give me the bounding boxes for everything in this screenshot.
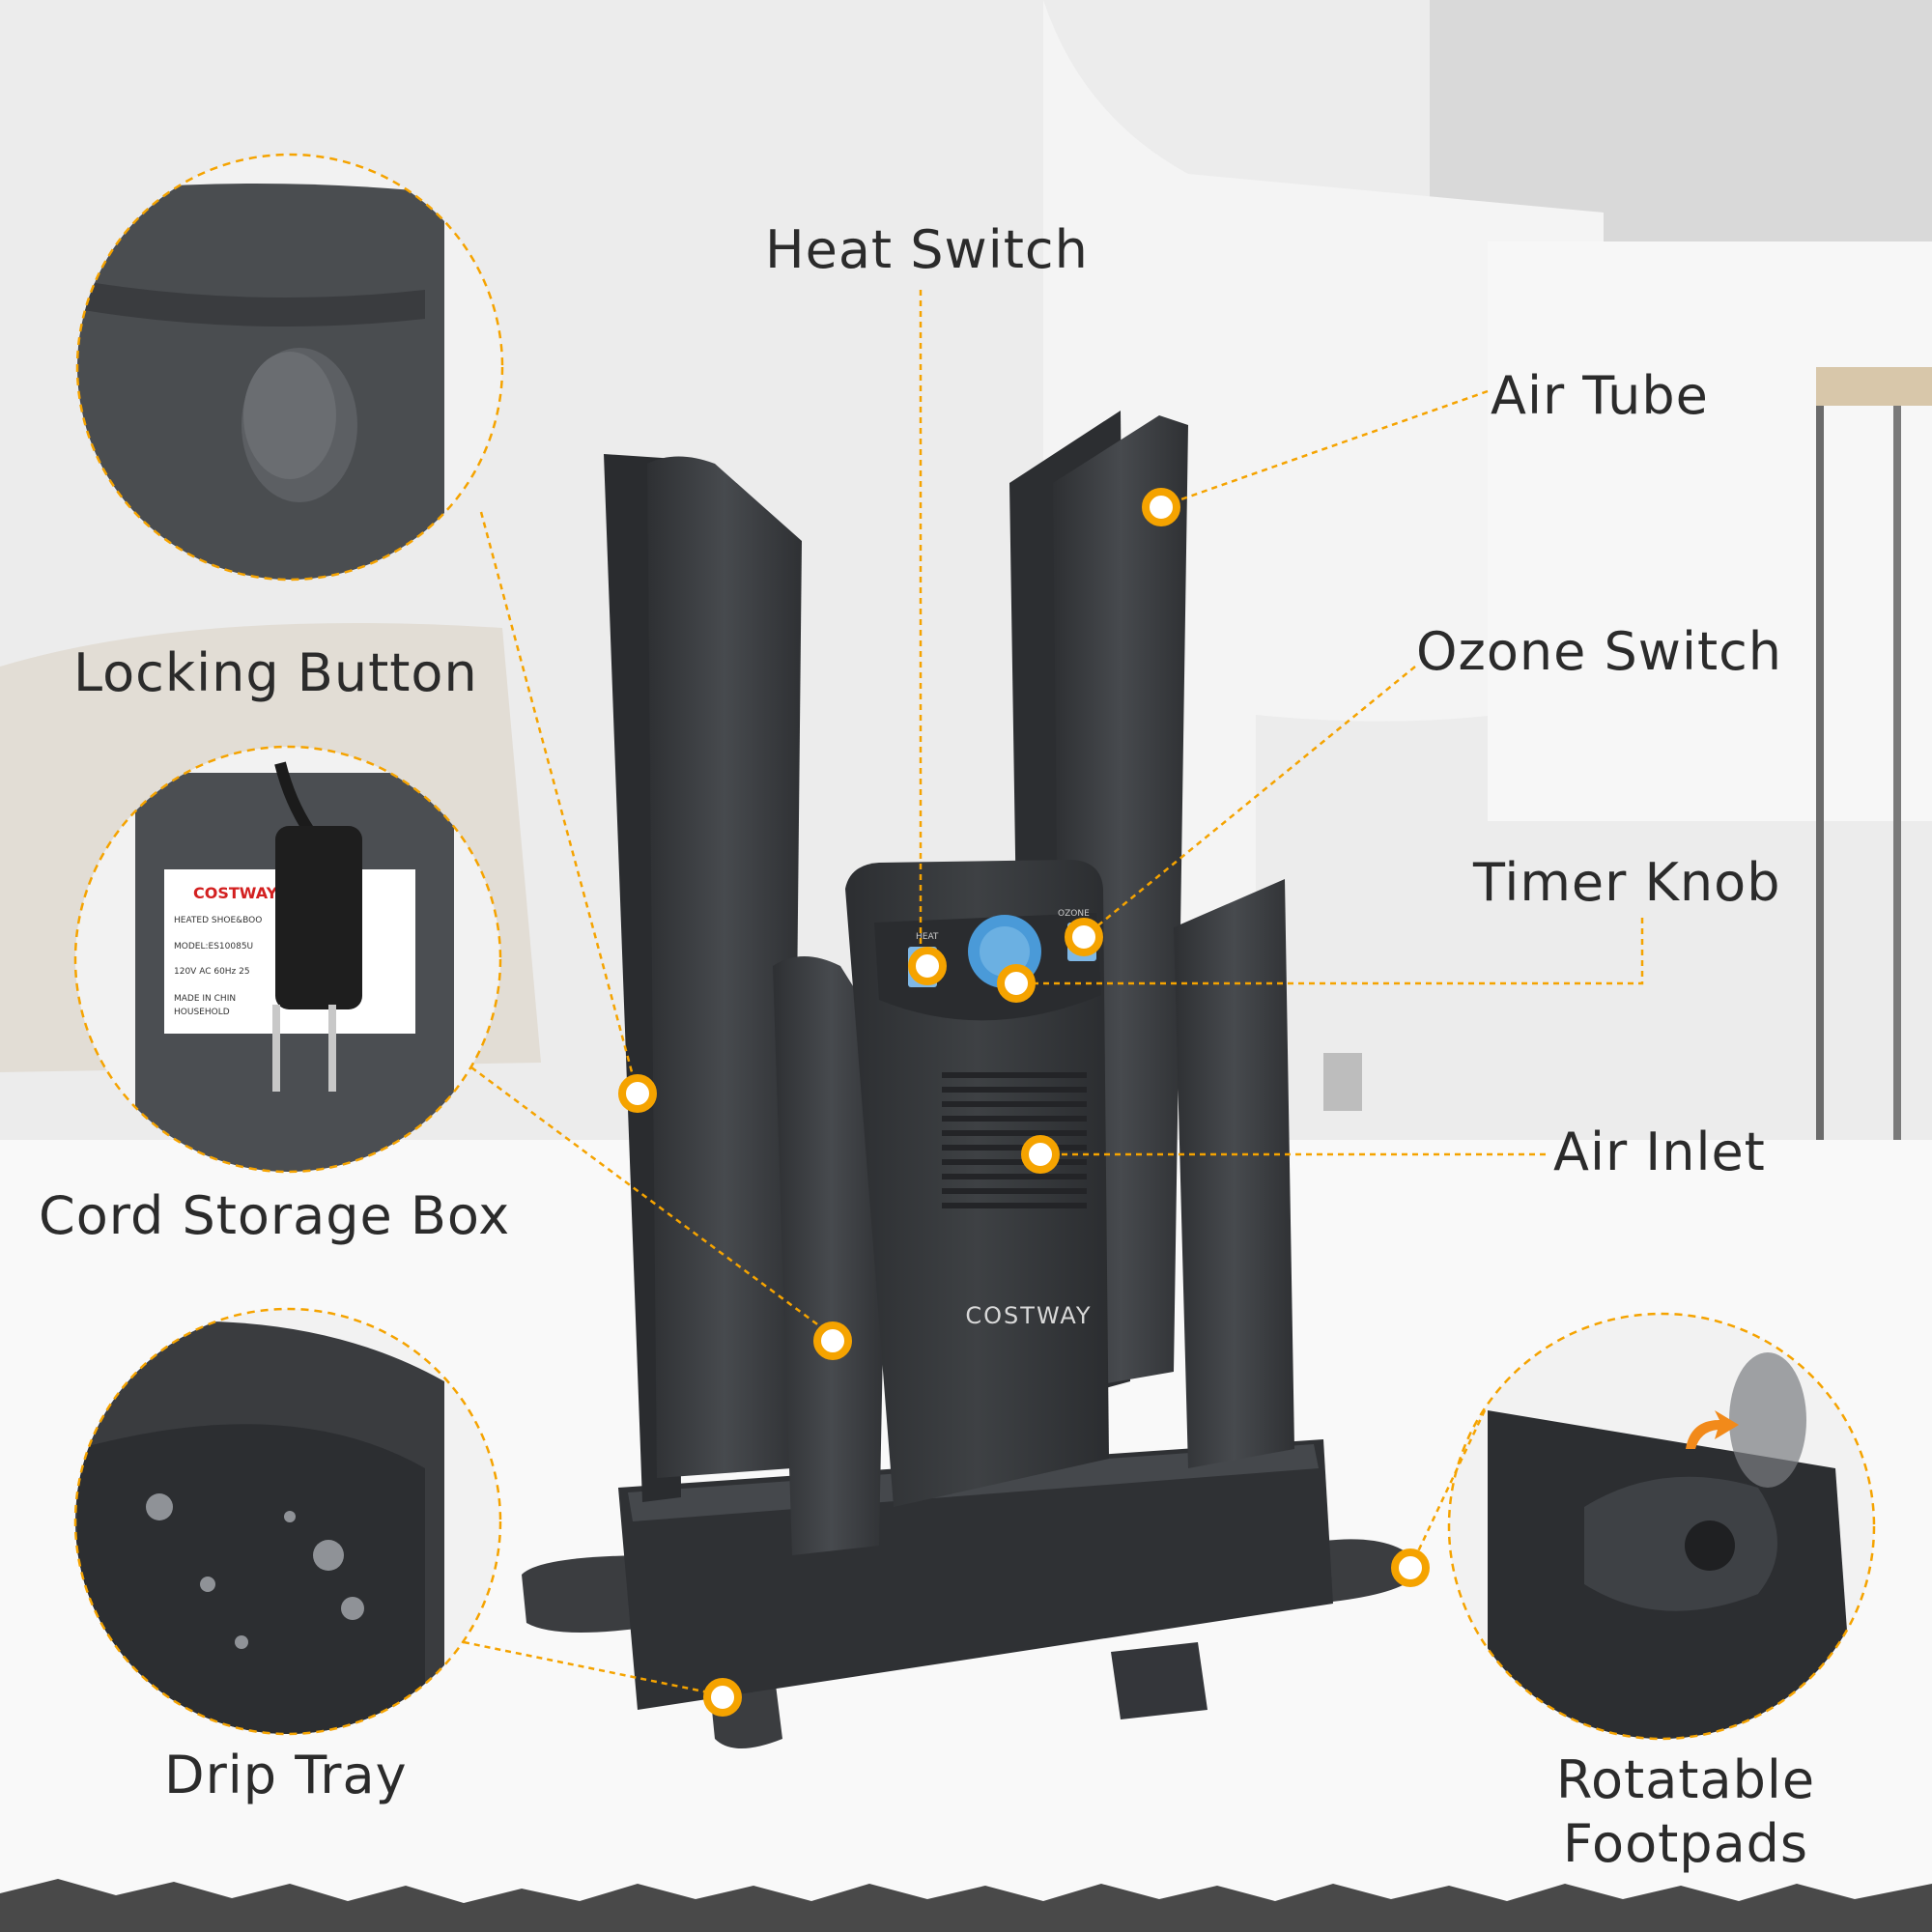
nameplate-line-2: MODEL:ES10085U — [174, 942, 253, 952]
nameplate-line-1: HEATED SHOE&BOO — [174, 916, 262, 925]
label-air-inlet: Air Inlet — [1553, 1122, 1766, 1182]
label-drip-tray: Drip Tray — [164, 1745, 408, 1805]
callout-lines — [463, 290, 1644, 1697]
locking-button-marker — [618, 1074, 657, 1113]
label-rotatable-footpads-line2: Footpads — [1562, 1812, 1809, 1874]
nameplate-line-5: HOUSEHOLD — [174, 1008, 230, 1017]
shoe-dryer: HEAT OZONE COSTWAY — [522, 411, 1420, 1748]
inset-rotatable-footpads — [1447, 1312, 1876, 1741]
label-air-tube: Air Tube — [1491, 365, 1709, 426]
label-locking-button: Locking Button — [73, 642, 478, 703]
nameplate-line-4: MADE IN CHIN — [174, 994, 236, 1004]
ozone-switch-marker — [1065, 918, 1103, 956]
inset-locking-button — [75, 153, 504, 582]
label-cord-storage-box: Cord Storage Box — [39, 1185, 511, 1246]
footpads-marker — [1391, 1548, 1430, 1587]
label-ozone-switch: Ozone Switch — [1416, 621, 1783, 682]
label-rotatable-footpads-line1: Rotatable — [1555, 1749, 1816, 1810]
air-tube-marker — [1142, 488, 1180, 526]
panel-ozone-text: OZONE — [1058, 909, 1090, 919]
air-inlet-marker — [1021, 1135, 1060, 1174]
product-brand-logo: COSTWAY — [965, 1302, 1092, 1329]
label-heat-switch: Heat Switch — [765, 219, 1089, 280]
label-timer-knob: Timer Knob — [1473, 852, 1781, 913]
timer-knob-marker — [997, 964, 1036, 1003]
drip-tray-marker — [703, 1678, 742, 1717]
label-rotatable-footpads: Rotatable Footpads — [1526, 1748, 1845, 1876]
inset-cord-storage: COSTWAY HEATED SHOE&BOO MODEL:ES10085U 1… — [73, 745, 502, 1174]
nameplate-line-3: 120V AC 60Hz 25 — [174, 967, 250, 977]
inset-drip-tray — [73, 1307, 502, 1736]
nameplate-brand: COSTWAY — [193, 884, 278, 902]
panel-heat-text: HEAT — [916, 932, 939, 942]
heat-switch-marker — [908, 947, 947, 985]
callout-dots — [618, 488, 1430, 1717]
air-inlet-grille — [942, 1072, 1087, 1208]
cord-storage-marker — [813, 1321, 852, 1360]
